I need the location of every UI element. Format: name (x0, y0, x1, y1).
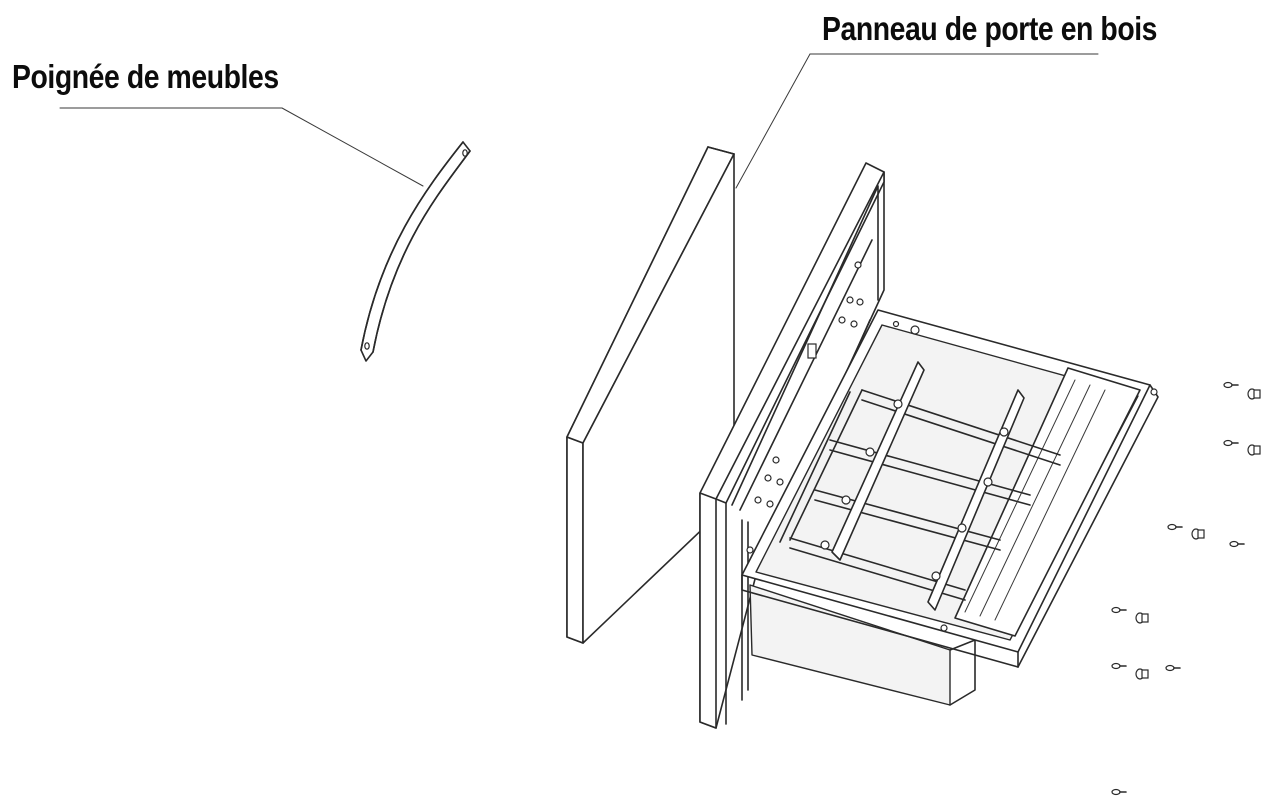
drawer-basket-icon (741, 309, 1159, 706)
furniture-handle-icon (360, 141, 471, 362)
panel-label: Panneau de porte en bois (822, 10, 1158, 47)
handle-leader-line (59, 107, 424, 187)
panel-leader-line (735, 53, 1099, 189)
handle-label: Poignée de meubles (12, 58, 279, 95)
screw-icon (1111, 381, 1261, 796)
wood-panel-icon (566, 146, 735, 644)
door-frame-icon (699, 162, 885, 729)
